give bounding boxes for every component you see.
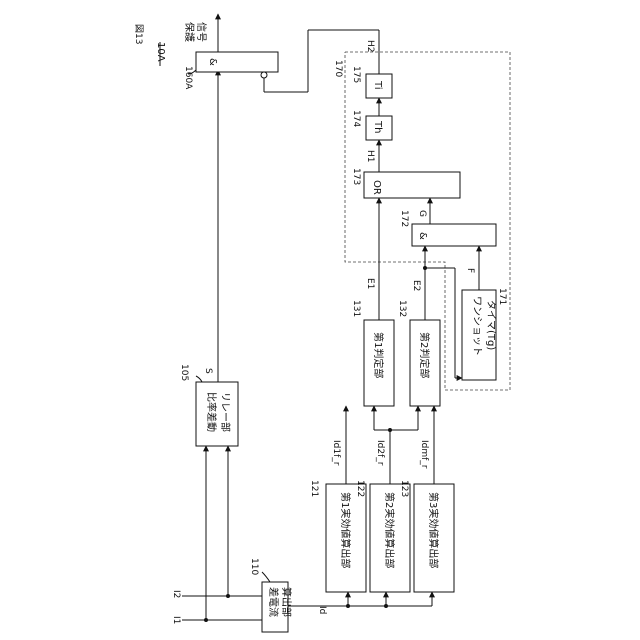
g-label: G: [417, 210, 427, 217]
and-out-id: 160A: [183, 66, 193, 90]
ti-id: 175: [351, 66, 361, 83]
judge2-id: 132: [397, 300, 407, 317]
calc1-label: 第1実効値算出部: [339, 492, 352, 568]
i1-label: I1: [171, 616, 181, 624]
f-label: F: [465, 268, 475, 273]
calc1-id: 121: [309, 480, 319, 497]
calc3-id: 123: [399, 480, 409, 497]
i2-label: I2: [171, 590, 181, 598]
e2-label: E2: [411, 280, 421, 291]
calc3-label: 第3実効値算出部: [427, 492, 440, 568]
ti-label: Ti: [372, 80, 383, 90]
judge1-label: 第1判定部: [372, 332, 385, 378]
group-170-id: 170: [333, 60, 343, 77]
oneshot-id: 171: [497, 288, 507, 305]
th-id: 174: [351, 110, 361, 127]
and-g-id: 172: [399, 210, 409, 227]
or-id: 173: [351, 168, 361, 185]
figure-title: 図13: [133, 24, 144, 44]
id2f-label: Id2f_r: [375, 440, 385, 466]
oneshot-line1: ワンショット: [471, 296, 482, 356]
ratio-diff-id: 105: [179, 364, 189, 381]
calc2-id: 122: [355, 480, 365, 497]
e1-label: E1: [365, 278, 375, 289]
and-out-label: &: [207, 58, 218, 66]
judge2-label: 第2判定部: [418, 332, 431, 378]
and-g-label: &: [417, 232, 428, 240]
output-label-1: 保護: [183, 22, 196, 42]
inverter-bubble: [261, 72, 267, 78]
ratio-diff-block: [196, 382, 238, 446]
diff-current-line1: 差電流: [267, 587, 280, 617]
calc2-label: 第2実効値算出部: [383, 492, 396, 568]
ratio-diff-line1: 比率差動: [205, 392, 218, 432]
h1-label: H1: [365, 150, 375, 163]
or-label: OR: [371, 180, 382, 195]
diff-current-line2: 算出部: [280, 587, 293, 617]
judge1-id: 131: [351, 300, 361, 317]
diff-current-leader: [262, 572, 270, 582]
diff-current-id: 110: [249, 558, 259, 575]
idmf-label: Idmf_r: [419, 440, 429, 469]
id-label: Id: [317, 606, 327, 614]
th-label: Th: [372, 120, 383, 133]
output-label-2: 信号: [195, 22, 207, 42]
oneshot-line2: タイマ(Tg): [485, 300, 497, 350]
id1f-label: Id1f_r: [331, 440, 341, 466]
ratio-diff-leader: [196, 376, 202, 382]
s-label: S: [203, 368, 213, 374]
ratio-diff-line2: リレー部: [219, 392, 232, 432]
h2-label: H2: [365, 40, 375, 53]
